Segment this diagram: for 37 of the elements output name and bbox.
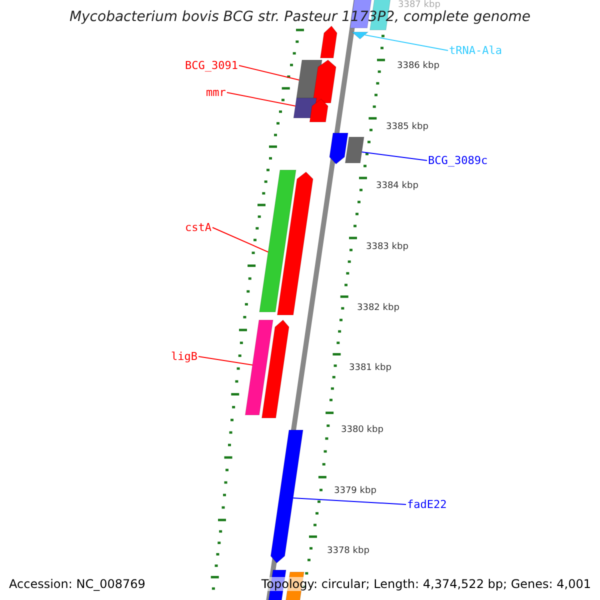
- gene-label: cstA: [185, 221, 212, 234]
- leader-line: [226, 92, 296, 106]
- footer-text: Accession: NC_008769: [9, 577, 146, 591]
- leader-line: [238, 65, 300, 80]
- gene-label: ligB: [171, 350, 198, 363]
- gene-block: [329, 132, 348, 164]
- scale-label: 3387 kbp: [398, 0, 440, 10]
- scale-label: 3378 kbp: [327, 546, 370, 556]
- leader-line: [198, 356, 253, 366]
- scale-label: 3386 kbp: [397, 61, 440, 71]
- footer-text: Topology: circular; Length: 4,374,522 bp; Genes: 4,001: [261, 577, 591, 591]
- gene-block: [276, 172, 314, 316]
- leader-line: [361, 152, 428, 161]
- scale-label: 3385 kbp: [386, 122, 428, 132]
- leader-line: [292, 498, 406, 505]
- gene-block: [270, 430, 304, 564]
- scale-label: 3383 kbp: [366, 242, 408, 252]
- gene-block: [320, 26, 338, 58]
- title: Mycobacterium bovis BCG str. Pasteur 1173P2, complete genome: [68, 9, 532, 25]
- trna-marker: [351, 32, 369, 40]
- scale-label: 3380 kbp: [341, 425, 384, 435]
- gene-label: BCG_3091: [185, 59, 238, 72]
- gene-bar: [244, 320, 274, 416]
- gene-bar: [259, 170, 296, 312]
- gene-label: mmr: [206, 86, 226, 99]
- scale-label: 3384 kbp: [376, 181, 418, 191]
- gene-bar: [344, 136, 364, 164]
- scale-label: 3381 kbp: [349, 363, 392, 373]
- gene-label: BCG_3089c: [428, 154, 488, 167]
- leader-line: [212, 227, 269, 252]
- gene-block: [309, 98, 328, 122]
- scale-label: 3379 kbp: [334, 486, 376, 496]
- gene-label: tRNA-Ala: [449, 44, 502, 57]
- gene-block: [261, 320, 290, 418]
- gene-label: fadE22: [407, 498, 447, 511]
- leader-line: [364, 34, 448, 51]
- scale-label: 3382 kbp: [357, 303, 400, 313]
